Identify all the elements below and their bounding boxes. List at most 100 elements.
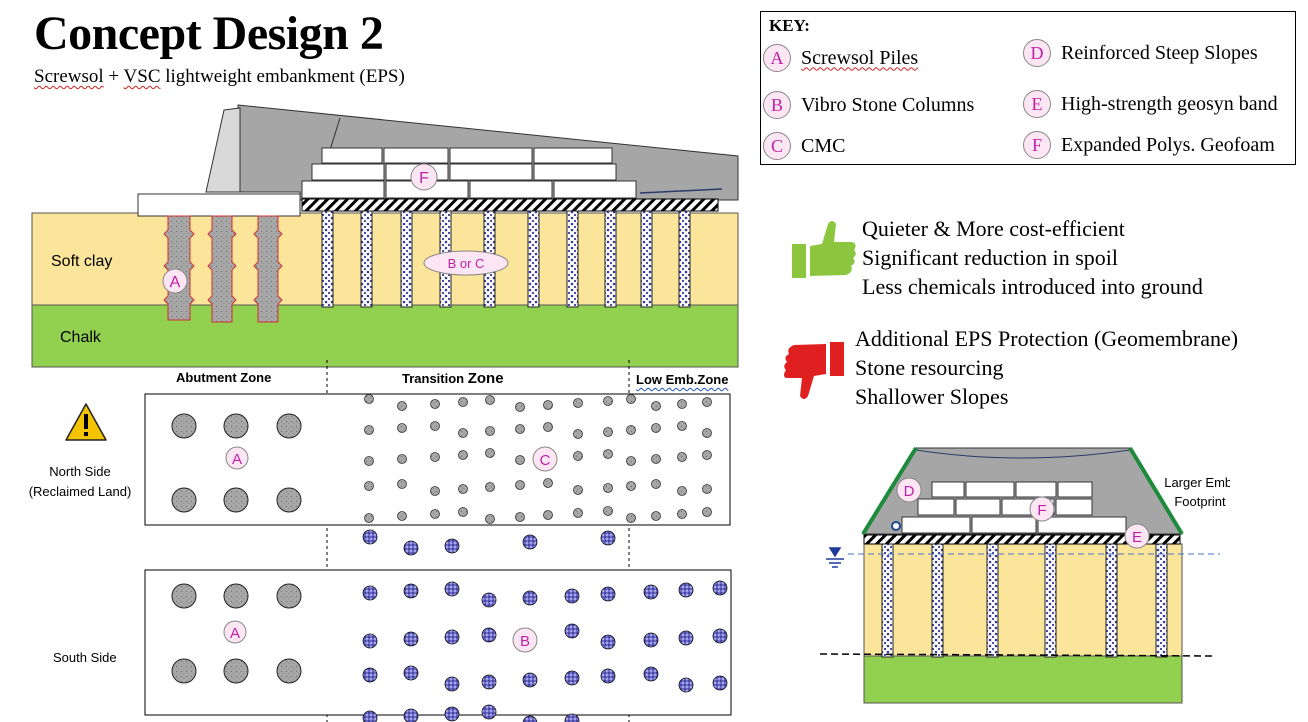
chalk-label: Chalk — [60, 329, 102, 346]
cmc-column-dot — [573, 508, 583, 518]
cmc-column-dot — [397, 423, 407, 433]
cmc-column-dot — [364, 513, 374, 523]
abutment-slab — [137, 193, 301, 217]
stone-column-dot — [712, 675, 728, 691]
key-item-a: A Screwsol Piles — [763, 44, 918, 72]
stone-column-dot — [481, 704, 497, 720]
subtitle-screwsol: Screwsol — [34, 66, 104, 87]
plan-label-north-a: A — [232, 451, 242, 468]
zone-transition: Transition Zone — [402, 370, 504, 387]
cmc-column-dot — [458, 484, 468, 494]
plan-marker-c — [532, 446, 558, 472]
cmc-column-dot — [485, 426, 495, 436]
geosynthetic-band — [301, 198, 719, 212]
cmc-column-dot — [677, 399, 687, 409]
key-label-e: High-strength geosyn band — [1061, 92, 1278, 115]
stone-column-dot — [643, 666, 659, 682]
soft-clay-label: Soft clay — [51, 253, 112, 270]
chalk-layer — [31, 304, 739, 368]
cons-item: Shallower Slopes — [855, 384, 1009, 409]
marker-a — [162, 268, 188, 294]
zone-transition-word: Transition — [402, 371, 468, 386]
water-level-icon — [826, 547, 844, 568]
stone-column-dot — [403, 583, 419, 599]
cmc-column-dot — [677, 421, 687, 431]
cmc-column-dot — [702, 397, 712, 407]
warning-icon — [65, 403, 107, 441]
stone-column-dot — [522, 672, 538, 688]
section-label-bc: B or C — [448, 256, 485, 271]
stone-column-dot — [712, 580, 728, 596]
page-subtitle: Screwsol + VSC lightweight embankment (E… — [34, 66, 405, 88]
cmc-column-dot — [458, 428, 468, 438]
cons-item: Stone resourcing — [855, 355, 1004, 380]
cmc-column-dot — [430, 452, 440, 462]
stone-column-dot — [600, 634, 616, 650]
cmc-column-dot — [626, 394, 636, 404]
stone-column-dot — [643, 584, 659, 600]
plan-label-north-c: C — [540, 452, 551, 469]
key-item-f: F Expanded Polys. Geofoam — [1023, 131, 1275, 159]
cross-clay-layer — [863, 543, 1183, 657]
subtitle-vsc: VSC — [123, 66, 161, 87]
plan-marker-a — [225, 446, 249, 470]
key-item-d: D Reinforced Steep Slopes — [1023, 39, 1258, 67]
pros-list: Quieter & More cost-efficient Significan… — [862, 214, 1203, 301]
stone-column-dot — [678, 677, 694, 693]
cmc-column-dot — [702, 484, 712, 494]
stone-column-dot — [522, 715, 538, 722]
key-letter-c: C — [763, 132, 791, 160]
cmc-column-dot — [430, 399, 440, 409]
cmc-column-dot — [515, 512, 525, 522]
stone-column-dot — [403, 540, 419, 556]
key-box: KEY: A Screwsol Piles B Vibro Stone Colu… — [760, 11, 1296, 165]
cmc-column-dot — [515, 480, 525, 490]
zone-low-emb-text: Low Emb.Zone — [636, 372, 729, 387]
stone-column-dot — [522, 534, 538, 550]
cmc-column-dot — [458, 507, 468, 517]
cmc-column-dot — [543, 478, 553, 488]
cmc-column-dot — [573, 451, 583, 461]
section-diagram: Soft clay Chalk A B or C F A C A B — [31, 104, 739, 722]
stone-column-dot — [564, 670, 580, 686]
cmc-column-dot — [603, 483, 613, 493]
key-letter-f: F — [1023, 131, 1051, 159]
eps-blocks — [301, 147, 637, 199]
plan-label-south-b: B — [520, 633, 530, 650]
stone-column-dot — [444, 538, 460, 554]
stone-column-dot — [678, 630, 694, 646]
cmc-column-dot — [702, 507, 712, 517]
stone-column-dot — [362, 633, 378, 649]
cross-slope-right — [1128, 446, 1184, 536]
cmc-column-dot — [543, 400, 553, 410]
cmc-column-dot — [364, 425, 374, 435]
cmc-column-dot — [603, 449, 613, 459]
stone-column-dot — [444, 676, 460, 692]
cmc-column-dot — [573, 398, 583, 408]
cmc-column-dot — [485, 514, 495, 524]
key-letter-a: A — [763, 44, 791, 72]
cmc-column-dot — [651, 423, 661, 433]
cross-marker-f — [1029, 496, 1055, 522]
cross-eps-blocks — [901, 481, 1127, 534]
cmc-column-dot — [397, 511, 407, 521]
cmc-column-dot — [603, 396, 613, 406]
stone-column-dot — [564, 623, 580, 639]
key-label-a: Screwsol Piles — [801, 46, 919, 69]
stone-column-dot — [600, 668, 616, 684]
stone-column-dot — [403, 631, 419, 647]
stone-column-dot — [444, 629, 460, 645]
footprint-line1: Larger Emb. — [1164, 475, 1230, 490]
cmc-column-dot — [430, 486, 440, 496]
pros-item: Less chemicals introduced into ground — [862, 274, 1203, 299]
stone-column-dot — [362, 585, 378, 601]
cmc-column-dot — [543, 510, 553, 520]
subtitle-plus: + — [103, 66, 124, 87]
cmc-column-dot — [677, 509, 687, 519]
cmc-column-dot — [626, 513, 636, 523]
pros-item: Quieter & More cost-efficient — [862, 216, 1125, 241]
plan-label-south-a: A — [230, 625, 240, 642]
stone-column-dot — [403, 708, 419, 722]
cmc-column-dot — [397, 479, 407, 489]
subtitle-rest: lightweight embankment (EPS) — [160, 66, 405, 87]
